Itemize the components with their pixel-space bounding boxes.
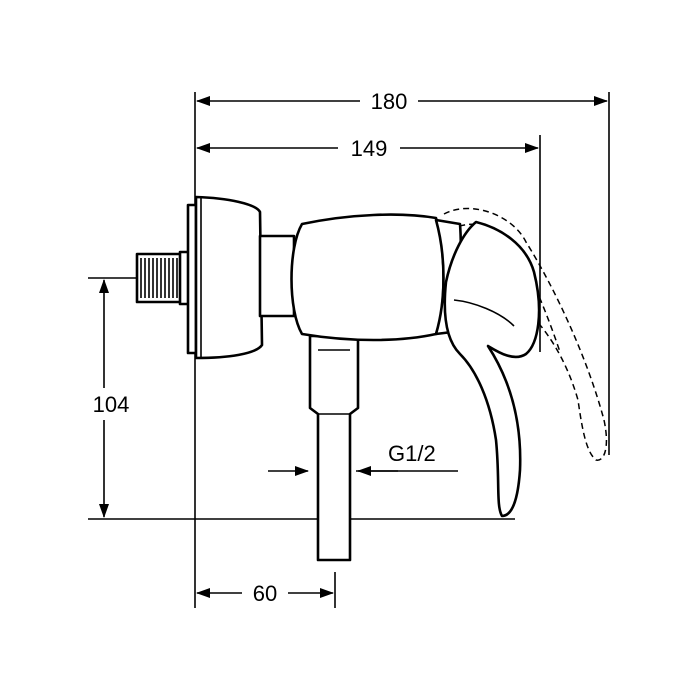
dimension-overall-width: 180 [196,89,608,114]
outlet-pipe [308,334,360,562]
dimension-height: 104 [93,279,130,518]
dimension-label-body-width: 149 [351,136,388,161]
dimension-label-thread-size: G1/2 [388,441,436,466]
dimension-label-height: 104 [93,392,130,417]
dimension-label-outlet-offset: 60 [253,581,277,606]
dimension-body-width: 149 [196,136,539,161]
dimension-label-overall-width: 180 [371,89,408,114]
connecting-neck [258,234,296,318]
mixer-body [290,213,445,342]
inlet-thread-connector [135,250,194,306]
dimension-thread-size: G1/2 [268,441,458,476]
dimension-outlet-offset: 60 [196,581,334,606]
lever-handle [443,220,541,518]
wall-flange [186,195,264,360]
